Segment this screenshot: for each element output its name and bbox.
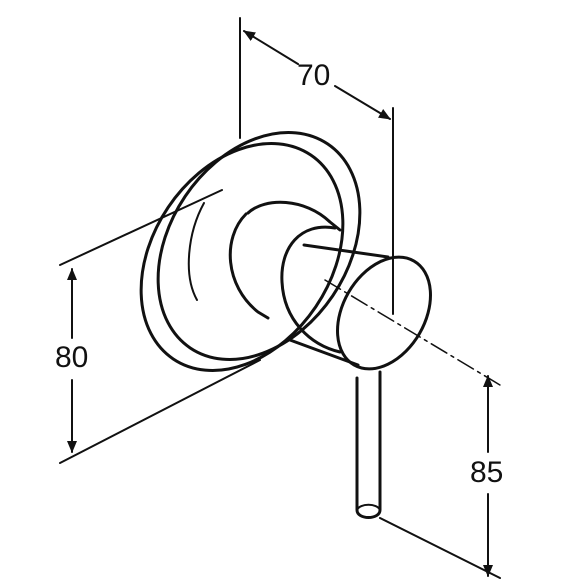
handle-cylinder xyxy=(280,225,432,371)
rosette-plate xyxy=(139,131,362,372)
dimension-label-height: 80 xyxy=(55,341,89,374)
center-line xyxy=(324,279,501,386)
dim-line-70-a xyxy=(243,30,299,65)
dimension-label-width: 70 xyxy=(297,59,331,92)
dim-width xyxy=(239,17,394,315)
extension-line-top xyxy=(59,189,223,266)
dim-line-70-b xyxy=(334,85,391,120)
dimension-label-lever: 85 xyxy=(470,456,504,489)
dim-lever xyxy=(379,375,501,579)
extension-line-bottom xyxy=(59,359,261,464)
lever xyxy=(355,370,382,519)
dim-height xyxy=(59,189,261,464)
valve-body xyxy=(228,200,342,320)
extension-line-lever-bottom xyxy=(379,517,501,579)
